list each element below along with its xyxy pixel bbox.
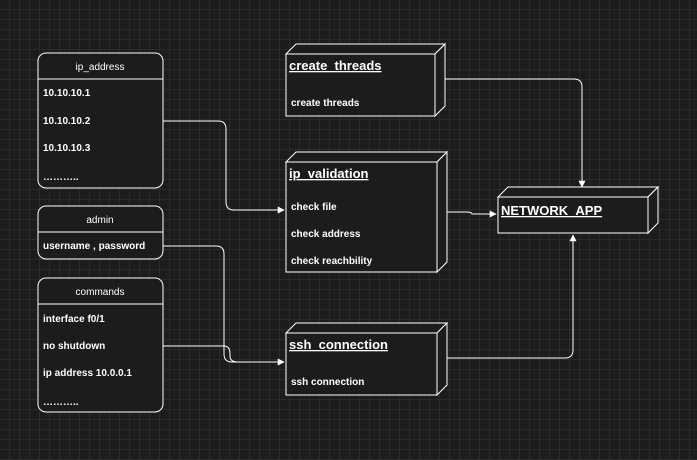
- table-ip-address[interactable]: ip_address 10.10.10.1 10.10.10.2 10.10.1…: [37, 52, 164, 189]
- node-operation: ssh connection: [291, 377, 364, 388]
- edge-ip-address-to-ip-validation: [163, 120, 285, 214]
- node-operation: check file: [291, 202, 337, 213]
- table-row: ip address 10.0.0.1: [43, 368, 132, 379]
- table-row: no shutdown: [43, 341, 105, 352]
- table-row: 10.10.10.2: [43, 116, 91, 127]
- node-operation: check address: [291, 229, 361, 240]
- edge-ip-validation-to-network-app: [440, 210, 497, 218]
- table-row: 10.10.10.1: [43, 88, 91, 99]
- table-row: ………..: [43, 397, 79, 408]
- node-network-app[interactable]: NETWORK_APP: [496, 185, 660, 235]
- edge-commands-to-ssh-connection: [163, 345, 284, 363]
- node-create-threads[interactable]: create_threads create threads: [284, 42, 447, 118]
- node-operation: check reachbility: [291, 256, 373, 267]
- node-title: ip_validation: [289, 166, 369, 181]
- edge-admin-to-ssh-connection: [163, 245, 285, 366]
- node-title: create_threads: [289, 58, 382, 73]
- table-header: admin: [86, 215, 113, 226]
- table-commands[interactable]: commands interface f0/1 no shutdown ip a…: [37, 277, 164, 413]
- table-row: interface f0/1: [43, 314, 105, 325]
- node-title: NETWORK_APP: [501, 203, 602, 218]
- table-admin[interactable]: admin username , password: [37, 205, 164, 260]
- edge-create-threads-to-network-app: [440, 78, 586, 188]
- table-row: username , password: [43, 241, 145, 252]
- node-ssh-connection[interactable]: ssh_connection ssh connection: [284, 321, 449, 397]
- node-ip-validation[interactable]: ip_validation check file check address c…: [284, 150, 449, 274]
- table-row: 10.10.10.3: [43, 143, 91, 154]
- table-row: ………..: [43, 172, 79, 183]
- table-header: ip_address: [76, 62, 125, 73]
- node-operation: create threads: [291, 98, 360, 109]
- edge-ssh-connection-to-network-app: [440, 234, 577, 359]
- table-header: commands: [76, 287, 125, 298]
- node-title: ssh_connection: [289, 337, 388, 352]
